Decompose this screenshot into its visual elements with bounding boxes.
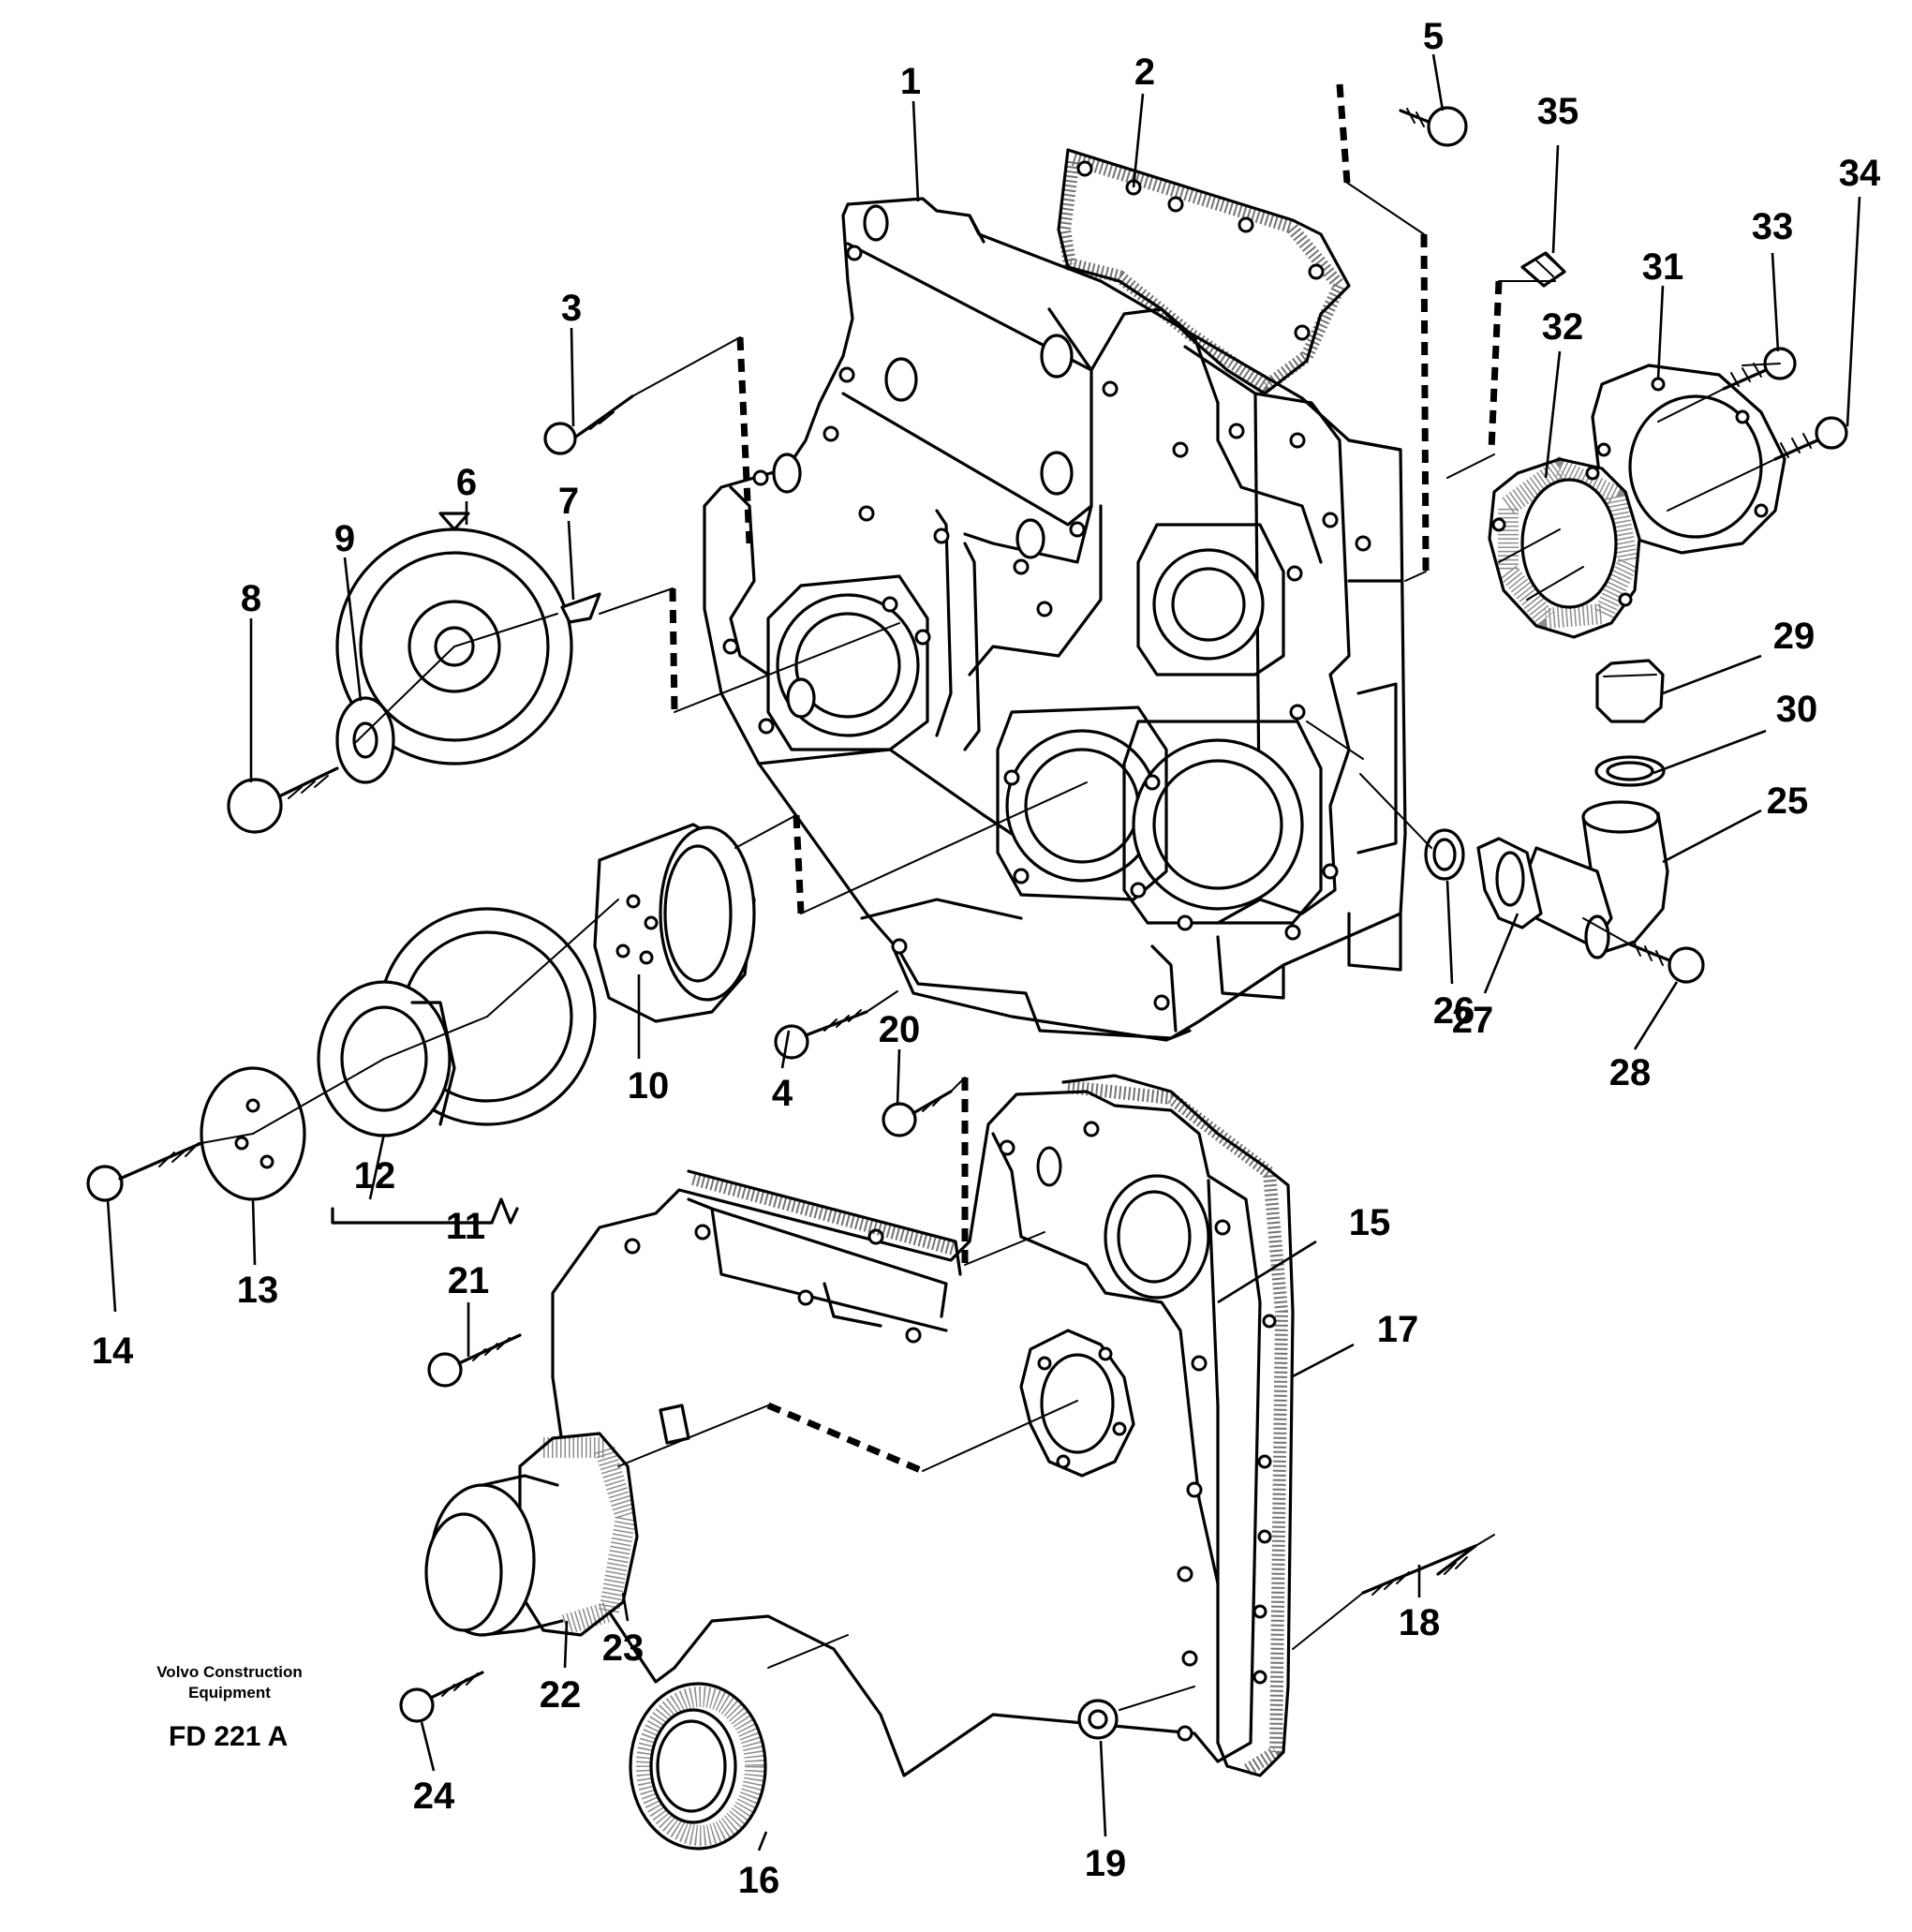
callout-16: 16 <box>738 1860 780 1901</box>
callout-30: 30 <box>1776 689 1818 730</box>
callout-15: 15 <box>1349 1202 1391 1243</box>
callout-6: 6 <box>456 462 477 503</box>
callout-3: 3 <box>561 288 582 329</box>
callout-4: 4 <box>772 1073 793 1114</box>
callout-17: 17 <box>1377 1309 1419 1350</box>
callout-10: 10 <box>628 1065 670 1107</box>
pump-flange-assembly <box>1488 364 1786 639</box>
callout-22: 22 <box>540 1674 582 1716</box>
housing-gasket <box>1057 148 1351 395</box>
callout-8: 8 <box>241 578 261 619</box>
drawing-caption: Volvo Construction Equipment FD 221 A <box>156 1663 303 1752</box>
publisher-line-2: Equipment <box>188 1684 271 1702</box>
callout-26: 26 <box>1433 990 1475 1032</box>
thrust-washer <box>335 696 395 784</box>
callout-1: 1 <box>900 61 921 102</box>
cover-boss-assembly <box>424 1432 639 1637</box>
callout-19: 19 <box>1085 1843 1127 1884</box>
callout-23: 23 <box>602 1627 645 1669</box>
callout-25: 25 <box>1767 780 1809 822</box>
callout-29: 29 <box>1773 616 1816 657</box>
publisher-line-1: Volvo Construction <box>156 1663 303 1681</box>
callout-13: 13 <box>237 1270 279 1311</box>
callout-5: 5 <box>1423 16 1444 57</box>
callout-27: 27 <box>1452 1000 1494 1041</box>
callout-21: 21 <box>448 1260 490 1301</box>
callout-20: 20 <box>879 1009 921 1050</box>
idler-hub <box>593 823 756 1023</box>
gear-hub-assembly <box>200 907 597 1201</box>
callout-31: 31 <box>1642 246 1684 288</box>
callout-28: 28 <box>1609 1052 1652 1093</box>
callout-34: 34 <box>1839 153 1881 194</box>
callout-11: 11 <box>446 1206 485 1247</box>
callout-18: 18 <box>1399 1602 1441 1643</box>
callout-labels: 1 2 3 4 5 6 7 8 9 10 11 12 13 14 15 16 1… <box>92 16 1881 1901</box>
callout-7: 7 <box>558 481 579 522</box>
oil-filler-assembly <box>1424 659 1669 959</box>
assembly-guides <box>200 83 1781 1711</box>
callout-9: 9 <box>334 518 355 559</box>
callout-35: 35 <box>1537 91 1579 132</box>
callout-32: 32 <box>1542 306 1584 348</box>
callout-14: 14 <box>92 1330 134 1372</box>
callout-leaders <box>106 53 1861 1851</box>
crankshaft-seal <box>629 1682 767 1850</box>
drawing-id: FD 221 A <box>169 1721 288 1752</box>
callout-12: 12 <box>354 1155 396 1196</box>
callout-24: 24 <box>413 1776 455 1817</box>
timing-gear-housing <box>703 197 1407 1042</box>
woodruff-key <box>560 592 601 624</box>
timing-cover <box>551 1090 1262 1777</box>
cover-gasket <box>687 1074 1295 1777</box>
callout-33: 33 <box>1752 206 1794 247</box>
fasteners <box>86 106 1848 1740</box>
callout-2: 2 <box>1134 52 1155 93</box>
